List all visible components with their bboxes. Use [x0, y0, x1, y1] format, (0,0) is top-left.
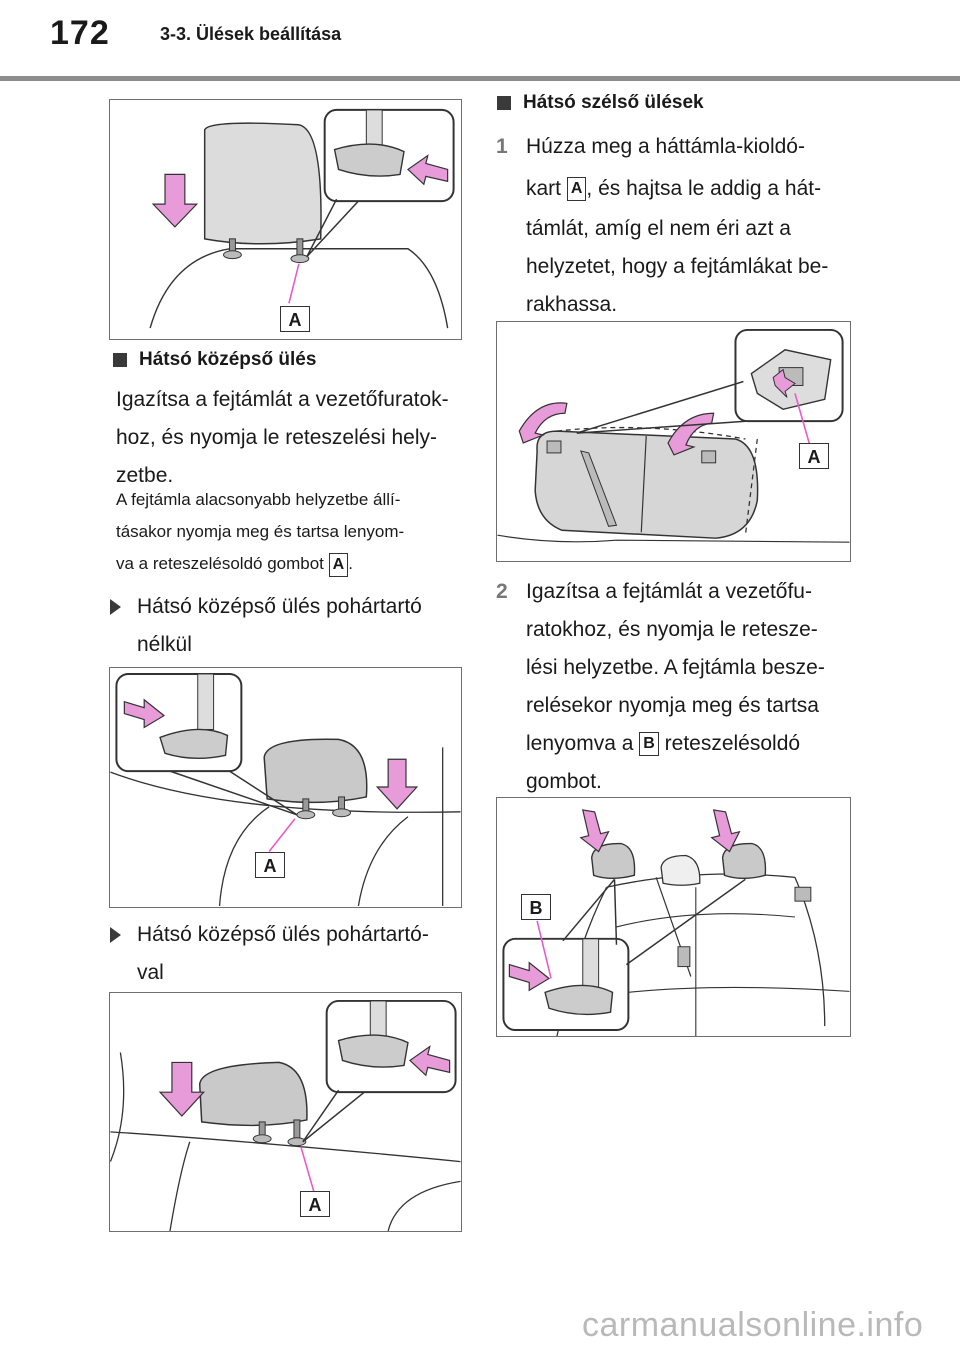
page-number: 172 [50, 14, 110, 52]
heading-outer-seats-text: Hátsó szélső ülések [523, 92, 704, 113]
inline-label-a: A [328, 552, 349, 577]
step-line: lési helyzetbe. A fejtámla besze- [526, 656, 825, 679]
header-rule [0, 76, 960, 81]
instruction-line: zetbe. [116, 464, 174, 487]
bullet-triangle-icon [110, 599, 121, 615]
instruction-paragraph: Igazítsa a fejtámlát a vezetőfuratok- ho… [116, 381, 466, 495]
figure-headrest-middle: A [109, 99, 462, 340]
note-line: tásakor nyomja meg és tartsa lenyom- [116, 522, 405, 541]
callout-label-a: A [300, 1191, 330, 1217]
step-line: Igazítsa a fejtámlát a vezetőfu- [526, 580, 812, 603]
note-paragraph: A fejtámla alacsonyabb helyzetbe állí- t… [116, 484, 466, 580]
step-line: helyzetet, hogy a fejtámlákat be- [526, 255, 829, 278]
watermark: carmanualsonline.info [582, 1306, 924, 1344]
callout-label-a: A [255, 852, 285, 878]
step-line: Húzza meg a háttámla-kioldó- [526, 135, 805, 158]
heading-outer-seats: Hátsó szélső ülések [497, 88, 704, 118]
step-line: ratokhoz, és nyomja le retesze- [526, 618, 818, 641]
heading-square-icon [497, 96, 511, 110]
bullet-with-cupholder: Hátsó középső ülés pohártartó- val [110, 916, 460, 992]
bullet-without-cupholder: Hátsó középső ülés pohártartó nélkül [110, 588, 460, 664]
section-title: 3-3. Ülések beállítása [160, 24, 342, 44]
heading-middle-seat: Hátsó középső ülés [113, 345, 316, 375]
step-line: gombot. [526, 770, 602, 793]
heading-middle-seat-text: Hátsó középső ülés [139, 349, 317, 370]
note-line: va a reteszelésoldó gombot A. [116, 548, 466, 580]
step-2: 2 Igazítsa a fejtámlát a vezetőfu- ratok… [496, 573, 846, 801]
heading-square-icon [113, 353, 127, 367]
note-line: A fejtámla alacsonyabb helyzetbe állí- [116, 490, 401, 509]
bullet-line: Hátsó középső ülés pohártartó- [137, 923, 429, 946]
bullet-line: nélkül [137, 633, 192, 656]
step-line: relésekor nyomja meg és tartsa [526, 694, 819, 717]
step-line: rakhassa. [526, 293, 618, 316]
instruction-line: Igazítsa a fejtámlát a vezetőfuratok- [116, 388, 449, 411]
bullet-line: val [137, 961, 164, 984]
figure-headrest-no-cupholder: A [109, 667, 462, 908]
step-number: 1 [496, 135, 508, 158]
step-line: kart A, és hajtsa le addig a hát- [526, 177, 822, 202]
callout-label-a: A [280, 306, 310, 332]
figure-outer-headrests: B [496, 797, 851, 1037]
inline-label-b: B [639, 732, 659, 757]
figure-seatback-release: A [496, 321, 851, 562]
callout-label-a: A [799, 443, 829, 469]
step-number: 2 [496, 580, 508, 603]
figure-headrest-with-cupholder: A [109, 992, 462, 1232]
callout-label-b: B [521, 894, 551, 920]
instruction-line: hoz, és nyomja le reteszelési hely- [116, 426, 437, 449]
step-1: 1 Húzza meg a háttámla-kioldó- kart A, é… [496, 128, 846, 324]
step-line: támlát, amíg el nem éri azt a [526, 217, 791, 240]
bullet-line: Hátsó középső ülés pohártartó [137, 595, 422, 618]
bullet-triangle-icon [110, 927, 121, 943]
inline-label-a: A [566, 177, 587, 202]
step-line: lenyomva a B reteszelésoldó [526, 732, 801, 757]
